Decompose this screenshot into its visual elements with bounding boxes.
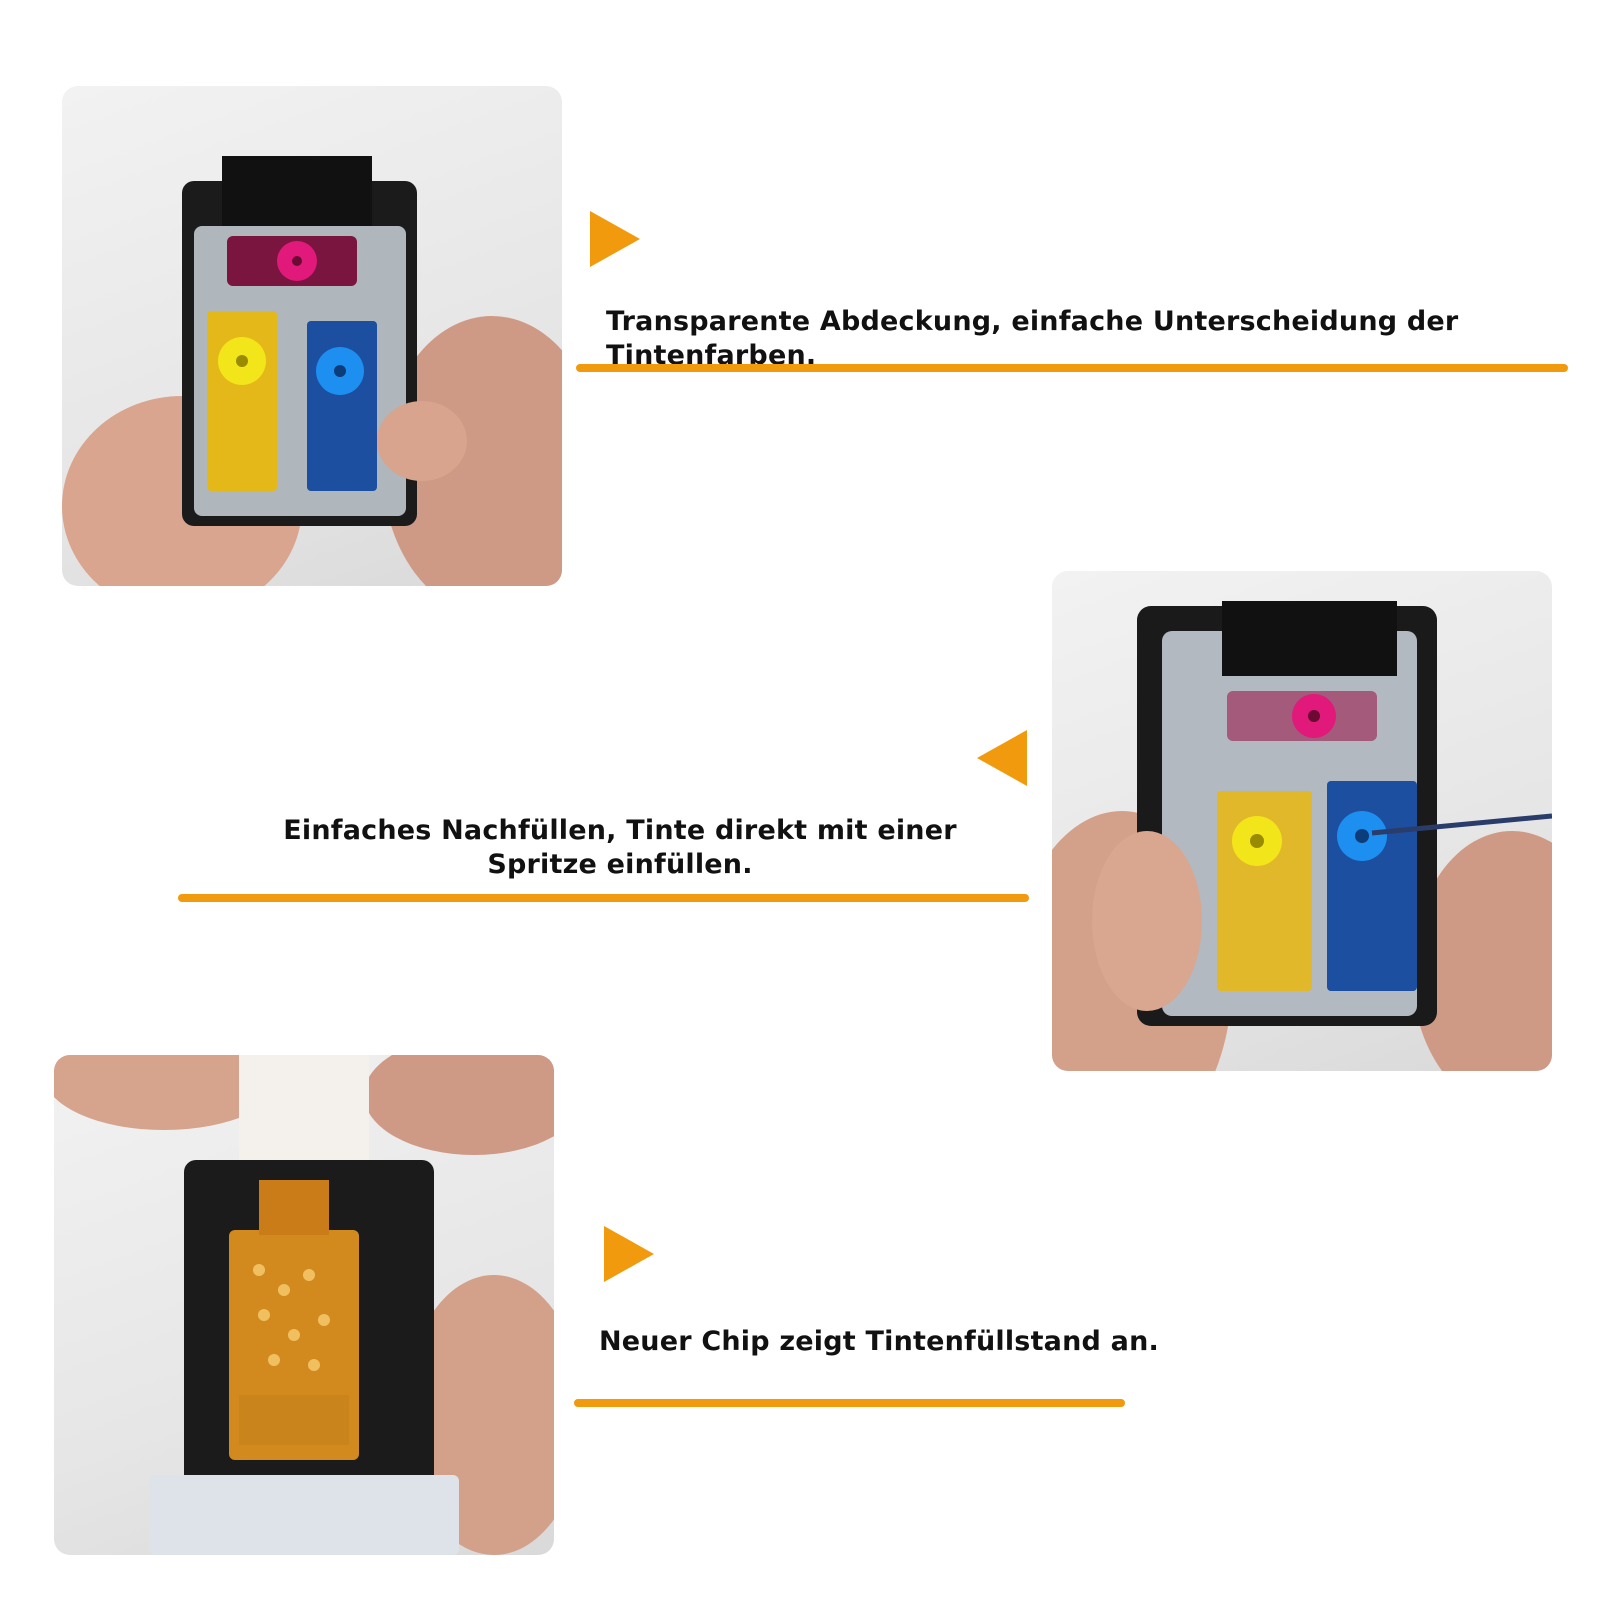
cartridge-transparent-cover-photo — [62, 86, 562, 586]
divider-line — [576, 364, 1568, 372]
triangle-left-icon — [977, 730, 1027, 786]
divider-line — [574, 1399, 1125, 1407]
caption-syringe-refill: Einfaches Nachfüllen, Tinte direkt mit e… — [283, 815, 957, 880]
cartridge-syringe-refill-photo — [1052, 571, 1552, 1071]
triangle-right-icon — [590, 211, 640, 267]
triangle-right-icon — [604, 1226, 654, 1282]
cartridge-new-chip-photo — [54, 1055, 554, 1555]
caption-transparent-cover: Transparente Abdeckung, einfache Untersc… — [606, 306, 1459, 371]
caption-new-chip: Neuer Chip zeigt Tintenfüllstand an. — [599, 1326, 1159, 1357]
divider-line — [178, 894, 1029, 902]
